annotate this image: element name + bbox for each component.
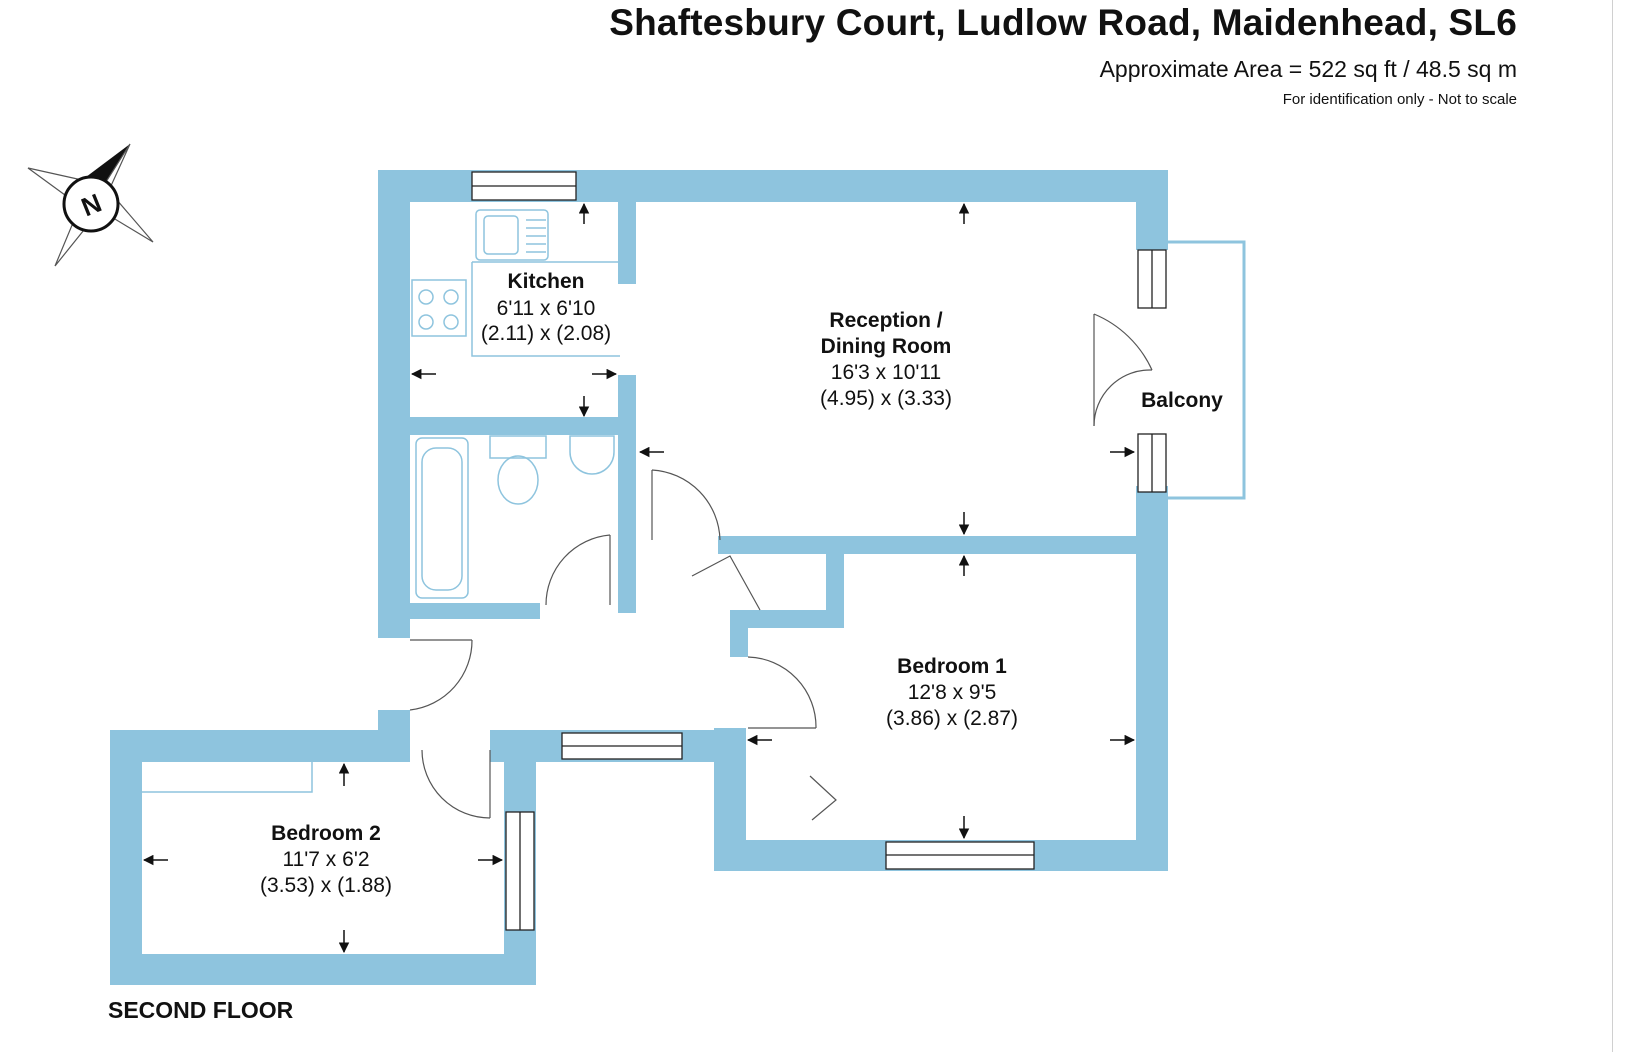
balcony-outline	[1168, 240, 1246, 500]
disclaimer-note: For identification only - Not to scale	[1282, 91, 1517, 108]
room-label-bedroom1: Bedroom 1 12'8 x 9'5 (3.86) x (2.87)	[886, 655, 1018, 730]
windows	[471, 171, 1167, 931]
compass-rose-icon: N	[27, 143, 154, 267]
bedroom2-metric: (3.53) x (1.88)	[260, 874, 392, 897]
room-label-reception: Reception / Dining Room 16'3 x 10'11 (4.…	[820, 309, 952, 410]
reception-imperial: 16'3 x 10'11	[831, 361, 941, 384]
fixtures	[142, 209, 620, 793]
bedroom1-imperial: 12'8 x 9'5	[908, 681, 997, 704]
room-label-balcony: Balcony	[1141, 389, 1223, 412]
reception-name-line1: Reception /	[829, 309, 942, 332]
kitchen-metric: (2.11) x (2.08)	[481, 322, 611, 345]
room-label-kitchen: Kitchen 6'11 x 6'10 (2.11) x (2.08)	[481, 270, 611, 345]
property-address-title: Shaftesbury Court, Ludlow Road, Maidenhe…	[609, 2, 1517, 43]
approximate-area: Approximate Area = 522 sq ft / 48.5 sq m	[1099, 56, 1517, 82]
reception-name-line2: Dining Room	[821, 335, 952, 358]
page-edge-line	[1612, 0, 1613, 1052]
door-swings	[409, 313, 1153, 821]
floor-level-label: SECOND FLOOR	[108, 997, 294, 1023]
bedroom2-name: Bedroom 2	[271, 822, 381, 845]
balcony-name: Balcony	[1141, 389, 1223, 412]
kitchen-name: Kitchen	[507, 270, 584, 293]
bedroom1-name: Bedroom 1	[897, 655, 1007, 678]
bedroom1-metric: (3.86) x (2.87)	[886, 707, 1018, 730]
reception-metric: (4.95) x (3.33)	[820, 387, 952, 410]
room-label-bedroom2: Bedroom 2 11'7 x 6'2 (3.53) x (1.88)	[260, 822, 392, 897]
dimension-arrows	[142, 202, 1136, 954]
kitchen-imperial: 6'11 x 6'10	[497, 297, 596, 320]
bedroom2-imperial: 11'7 x 6'2	[282, 848, 369, 871]
